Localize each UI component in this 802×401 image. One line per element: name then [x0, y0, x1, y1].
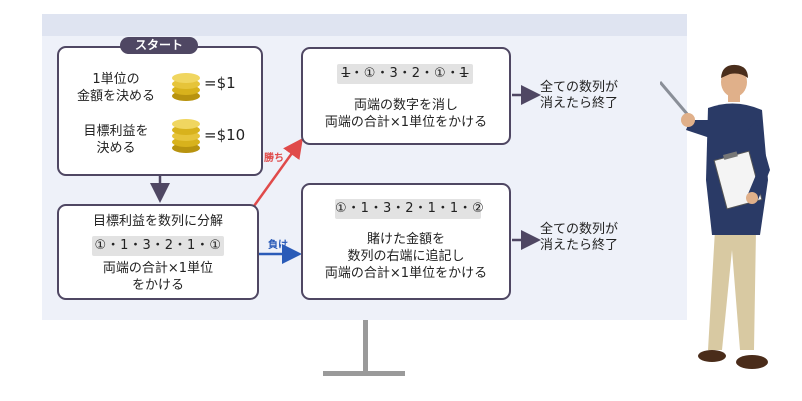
- lose-line2: 数列の右端に追記し: [347, 249, 465, 264]
- win-end-line1: 全ての数列が: [540, 80, 619, 95]
- lose-line3: 両端の合計×1単位をかける: [324, 266, 488, 281]
- step2-line2: 決める: [96, 141, 136, 156]
- win-sequence: 1・①・3・2・①・1: [337, 64, 473, 84]
- arrow-win: [252, 137, 303, 207]
- board-stand-pole: [363, 320, 368, 372]
- decompose-title: 目標利益を数列に分解: [92, 214, 223, 229]
- lose-label: 負け: [268, 240, 288, 251]
- step1-line1: 1単位の: [92, 72, 140, 87]
- decompose-sequence: ①・1・3・2・1・①: [92, 236, 224, 256]
- step2-line1: 目標利益を: [83, 124, 149, 139]
- step2-eq: =$10: [204, 126, 246, 144]
- board-stand-base: [323, 371, 405, 376]
- win-line2: 両端の合計×1単位をかける: [324, 115, 488, 130]
- lose-line1: 賭けた金額を: [366, 232, 445, 247]
- win-end-line2: 消えたら終了: [540, 96, 619, 111]
- whiteboard-top-bar: [42, 14, 687, 36]
- win-line1: 両端の数字を消し: [353, 98, 458, 113]
- win-box: [301, 47, 511, 145]
- coin-stack-icon: [172, 73, 200, 101]
- coin-stack-icon: [172, 119, 200, 153]
- decompose-line1: 両端の合計×1単位: [102, 261, 214, 276]
- lose-end-line1: 全ての数列が: [540, 222, 619, 237]
- decompose-line2: をかける: [131, 278, 184, 293]
- start-badge: スタート: [120, 37, 198, 54]
- lose-sequence: ①・1・3・2・1・1・②: [335, 199, 484, 219]
- decompose-box: [57, 204, 259, 300]
- lose-end-line2: 消えたら終了: [540, 238, 619, 253]
- step1-line2: 金額を決める: [76, 89, 155, 104]
- win-label: 勝ち: [264, 153, 284, 164]
- step1-eq: =$1: [204, 74, 236, 92]
- presenter-illustration: [660, 64, 770, 369]
